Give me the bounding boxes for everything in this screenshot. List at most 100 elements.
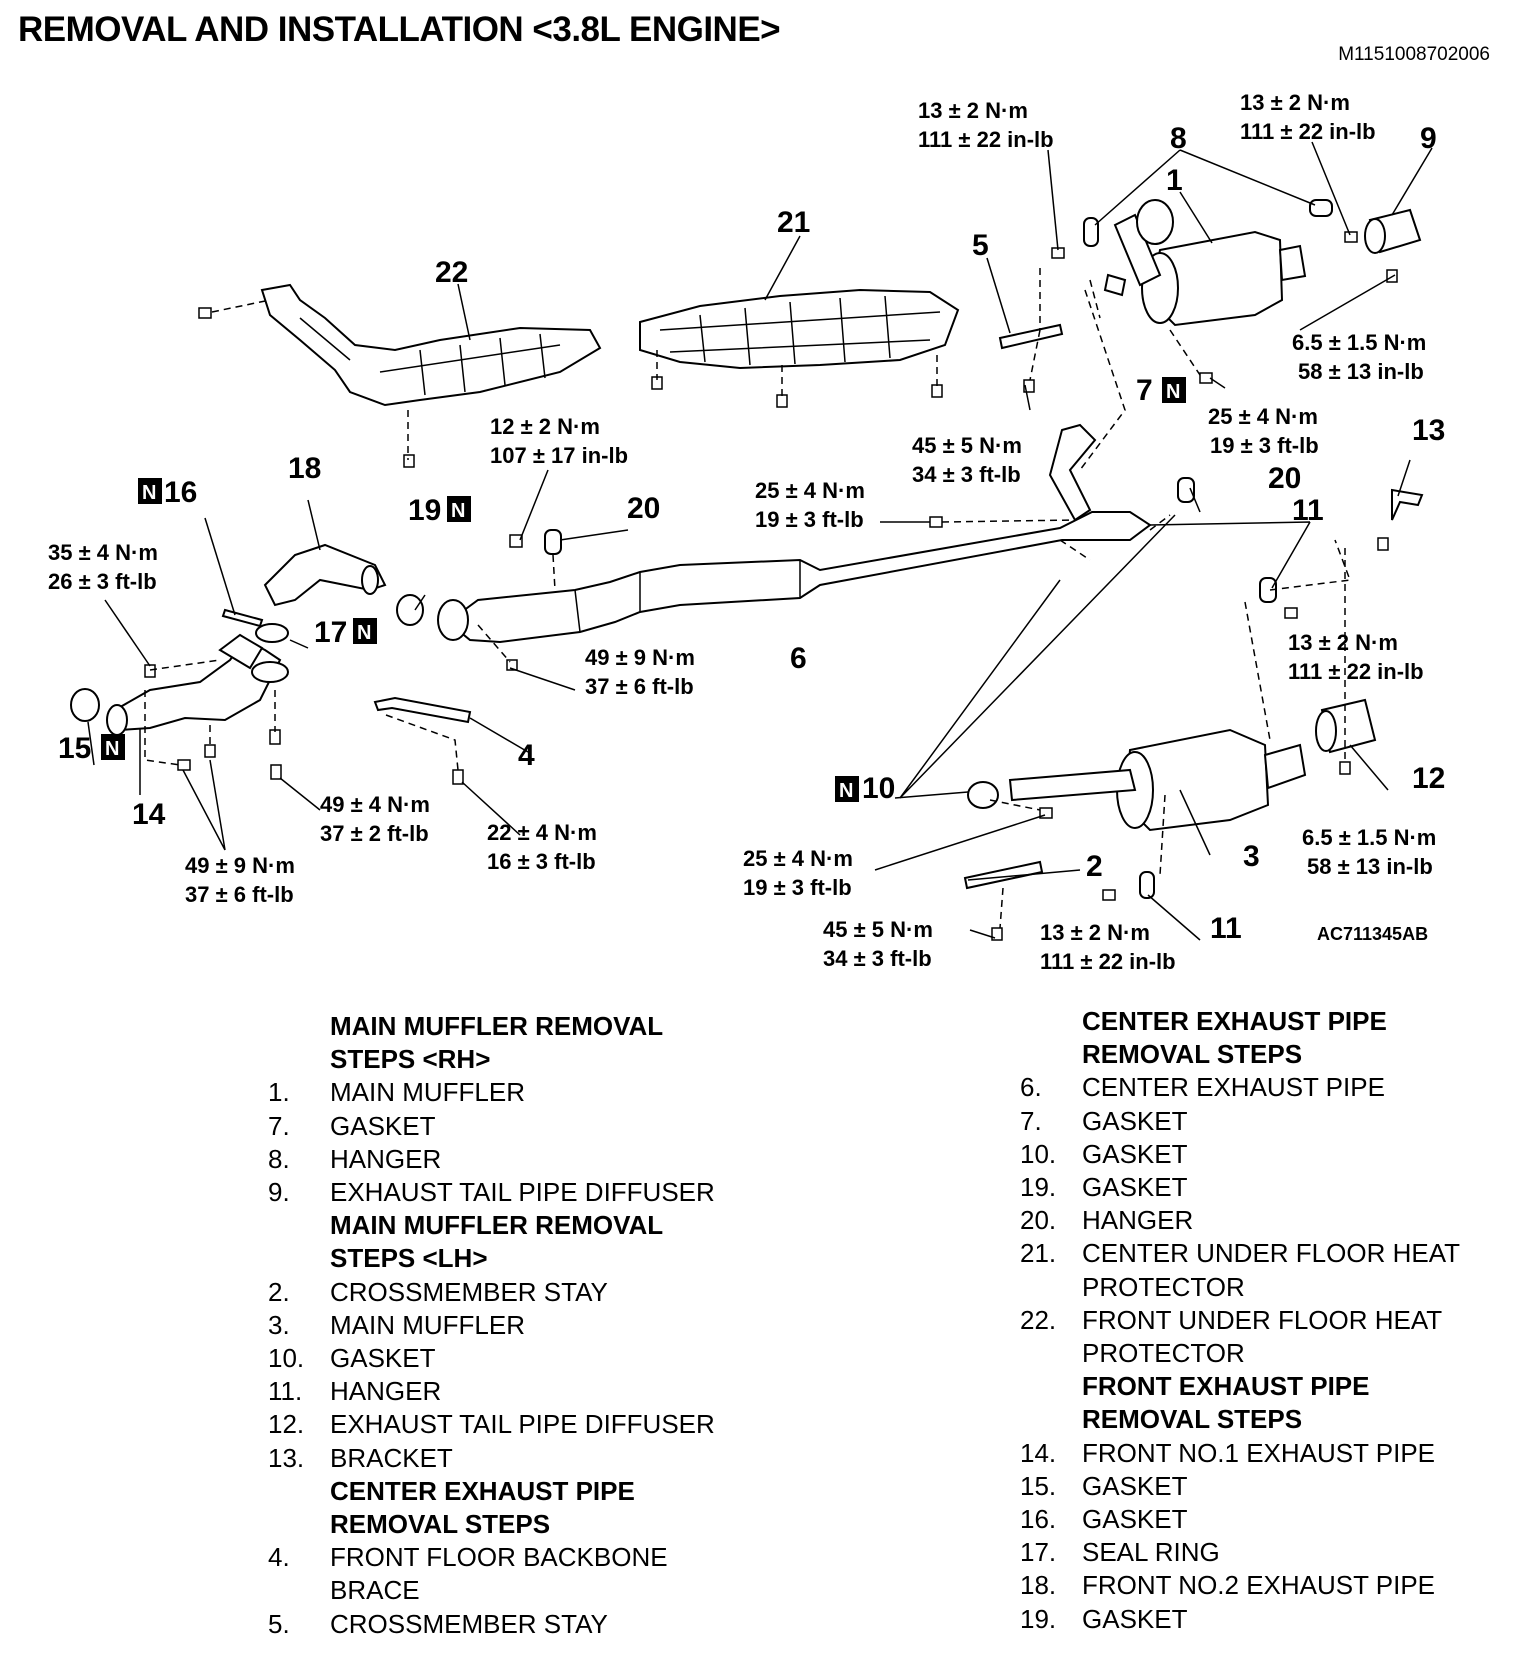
svg-text:49 ± 9 N·m: 49 ± 9 N·m: [585, 645, 695, 670]
center-exhaust-pipe: [437, 423, 1152, 644]
step-number: 13.: [268, 1442, 305, 1473]
svg-text:25 ± 4 N·m: 25 ± 4 N·m: [743, 846, 853, 871]
step-label: CENTER UNDER FLOOR HEAT: [1082, 1238, 1460, 1269]
svg-text:22 ± 4 N·m: 22 ± 4 N·m: [487, 820, 597, 845]
steps-heading: MAIN MUFFLER REMOVAL: [330, 1210, 664, 1241]
step-item: 21. CENTER UNDER FLOOR HEAT: [1020, 1237, 1510, 1270]
step-item: 11.HANGER: [268, 1375, 788, 1408]
steps-heading: REMOVAL STEPS: [330, 1509, 551, 1540]
step-number: 17.: [1020, 1537, 1057, 1568]
step-label: GASKET: [1082, 1470, 1188, 1501]
hanger-20a: [544, 529, 562, 555]
step-label: GASKET: [330, 1343, 436, 1374]
main-muffler-lh: [1008, 728, 1307, 832]
step-label: BRACE: [330, 1575, 420, 1606]
step-number: 2.: [268, 1276, 290, 1307]
step-number: 15.: [1020, 1470, 1057, 1501]
step-label: CROSSMEMBER STAY: [330, 1608, 608, 1639]
svg-text:19 ± 3 ft-lb: 19 ± 3 ft-lb: [743, 875, 852, 900]
step-item: 13. BRACKET: [268, 1442, 788, 1475]
svg-text:19 ± 3 ft-lb: 19 ± 3 ft-lb: [1210, 433, 1319, 458]
step-item: 6. CENTER EXHAUST PIPE: [1020, 1071, 1510, 1104]
svg-text:12: 12: [1412, 762, 1445, 795]
step-item: 19. GASKET: [1020, 1171, 1510, 1204]
step-item: 12.EXHAUST TAIL PIPE DIFFUSER: [268, 1408, 788, 1441]
gasket-15: [70, 688, 100, 722]
steps-heading: MAIN MUFFLER REMOVAL: [330, 1011, 664, 1041]
svg-text:17: 17: [314, 616, 347, 649]
svg-text:6: 6: [790, 642, 807, 675]
steps-heading: STEPS <LH>: [330, 1243, 488, 1274]
n-marks: N N N N N N: [101, 377, 1186, 802]
svg-text:5: 5: [972, 229, 989, 262]
svg-text:13: 13: [1412, 414, 1445, 447]
svg-text:107 ± 17 in-lb: 107 ± 17 in-lb: [490, 443, 628, 468]
svg-text:N: N: [451, 500, 465, 522]
step-number: 16.: [1020, 1504, 1057, 1535]
svg-text:21: 21: [777, 206, 810, 239]
step-number: 19.: [1020, 1172, 1057, 1203]
step-number: 4.: [268, 1542, 290, 1573]
step-number: 3.: [268, 1309, 290, 1340]
gasket-16: [221, 608, 264, 628]
step-label: GASKET: [1082, 1603, 1188, 1634]
svg-text:111 ± 22 in-lb: 111 ± 22 in-lb: [1240, 119, 1376, 144]
step-item: 4.FRONT FLOOR BACKBONE: [268, 1541, 788, 1574]
svg-text:16: 16: [164, 476, 197, 509]
svg-text:35 ± 4 N·m: 35 ± 4 N·m: [48, 540, 158, 565]
step-number: 6.: [1020, 1072, 1042, 1103]
step-number: 1.: [268, 1077, 290, 1108]
steps-heading: CENTER EXHAUST PIPE: [330, 1475, 635, 1506]
svg-text:34 ± 3 ft-lb: 34 ± 3 ft-lb: [823, 946, 932, 971]
step-label: GASKET: [1082, 1138, 1188, 1169]
svg-text:11: 11: [1292, 494, 1324, 527]
gasket-19: [396, 594, 424, 626]
svg-text:13 ± 2 N·m: 13 ± 2 N·m: [1040, 920, 1150, 945]
step-label: MAIN MUFFLER: [330, 1077, 525, 1108]
document-id: M1151008702006: [1338, 44, 1490, 65]
step-number: 8.: [268, 1143, 290, 1174]
step-label: HANGER: [1082, 1205, 1194, 1236]
step-label: HANGER: [330, 1143, 442, 1174]
step-number: [268, 1574, 330, 1607]
step-label: CENTER EXHAUST PIPE: [1082, 1072, 1385, 1103]
step-item: 3.MAIN MUFFLER: [268, 1309, 788, 1342]
step-item: 16. GASKET: [1020, 1503, 1510, 1536]
svg-text:111 ± 22 in-lb: 111 ± 22 in-lb: [918, 127, 1054, 152]
steps-heading: STEPS <RH>: [330, 1044, 491, 1075]
step-number: 10.: [1020, 1138, 1057, 1169]
svg-text:6.5 ± 1.5 N·m: 6.5 ± 1.5 N·m: [1292, 330, 1426, 355]
step-item: 15. GASKET: [1020, 1470, 1510, 1503]
front-under-floor-heat-protector: [260, 283, 602, 407]
svg-text:49 ± 4 N·m: 49 ± 4 N·m: [320, 792, 430, 817]
step-number: 7.: [1020, 1105, 1042, 1136]
step-label: GASKET: [1082, 1172, 1188, 1203]
step-label: PROTECTOR: [1082, 1338, 1245, 1369]
step-label: GASKET: [1082, 1504, 1188, 1535]
steps-heading: CENTER EXHAUST PIPE: [1082, 1006, 1387, 1036]
svg-text:11: 11: [1210, 912, 1242, 945]
front-no2-exhaust-pipe: [263, 543, 387, 607]
step-label: BRACKET: [330, 1442, 453, 1473]
step-item: 7.GASKET: [268, 1110, 788, 1143]
step-number: [1020, 1337, 1082, 1370]
svg-text:16 ± 3 ft-lb: 16 ± 3 ft-lb: [487, 849, 596, 874]
exhaust-system-diagram: N N N N N N 1 2 3 4 5 6 7 8 9 10 11 11 1…: [48, 90, 1445, 974]
step-number: 21.: [1020, 1238, 1057, 1269]
step-item: 10.GASKET: [268, 1342, 788, 1375]
svg-text:13 ± 2 N·m: 13 ± 2 N·m: [1240, 90, 1350, 115]
step-item: 8. HANGER: [268, 1143, 788, 1176]
steps-heading: REMOVAL STEPS: [1082, 1039, 1303, 1070]
torque-specs: 13 ± 2 N·m 111 ± 22 in-lb 13 ± 2 N·m 111…: [48, 90, 1436, 974]
svg-text:45 ± 5 N·m: 45 ± 5 N·m: [912, 433, 1022, 458]
svg-text:37 ± 2 ft-lb: 37 ± 2 ft-lb: [320, 821, 429, 846]
step-number: 14.: [1020, 1437, 1057, 1468]
svg-text:37 ± 6 ft-lb: 37 ± 6 ft-lb: [185, 882, 294, 907]
svg-text:3: 3: [1243, 840, 1260, 873]
bracket-13: [1391, 488, 1424, 521]
step-number: 18.: [1020, 1570, 1057, 1601]
svg-text:22: 22: [435, 256, 468, 289]
step-item: 5.CROSSMEMBER STAY: [268, 1608, 788, 1641]
svg-text:1: 1: [1166, 164, 1183, 197]
